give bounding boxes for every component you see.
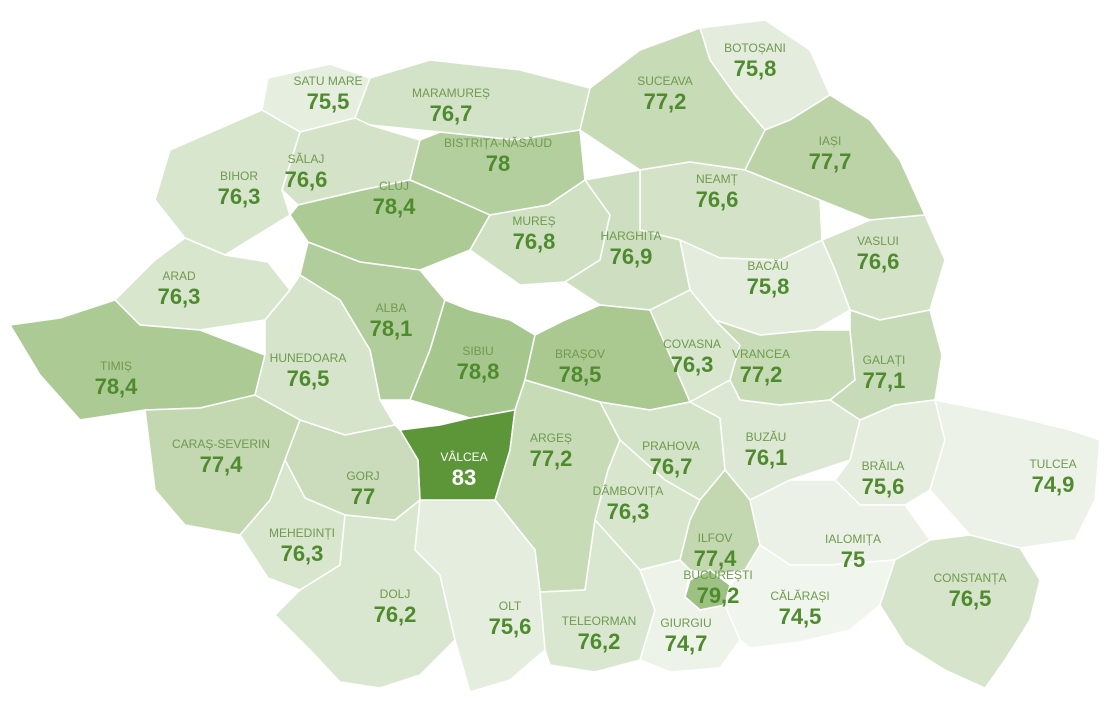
county-name-bucuresti: BUCUREȘTI — [683, 568, 752, 582]
county-value-harghita: 76,9 — [610, 244, 653, 269]
county-name-vaslui: VASLUI — [857, 234, 899, 248]
county-name-vrancea: VRANCEA — [732, 347, 790, 361]
county-value-gorj: 77 — [351, 484, 375, 509]
county-name-teleorman: TELEORMAN — [562, 614, 637, 628]
county-name-gorj: GORJ — [346, 469, 379, 483]
county-value-constanta: 76,5 — [949, 586, 992, 611]
county-name-galati: GALAȚI — [863, 353, 906, 367]
county-value-maramures: 76,7 — [430, 101, 473, 126]
county-name-alba: ALBA — [376, 301, 407, 315]
county-name-bacau: BACĂU — [747, 258, 788, 273]
county-value-bacau: 75,8 — [747, 274, 790, 299]
county-name-giurgiu: GIURGIU — [660, 616, 711, 630]
county-name-braila: BRĂILA — [862, 458, 905, 473]
county-value-mures: 76,8 — [513, 229, 556, 254]
county-value-botosani: 75,8 — [734, 56, 777, 81]
county-value-cluj: 78,4 — [373, 194, 417, 219]
county-name-cluj: CLUJ — [379, 179, 409, 193]
county-name-suceava: SUCEAVA — [637, 74, 693, 88]
county-name-mehedinti: MEHEDINȚI — [269, 526, 335, 540]
county-name-olt: OLT — [499, 599, 522, 613]
county-name-dambovita: DÂMBOVIȚA — [593, 483, 664, 498]
county-name-mures: MUREȘ — [512, 214, 555, 228]
county-region-arad — [114, 237, 291, 331]
county-value-vaslui: 76,6 — [857, 249, 900, 274]
county-name-ialomita: IALOMIȚA — [825, 532, 881, 546]
county-name-ilfov: ILFOV — [698, 531, 733, 545]
county-value-covasna: 76,3 — [671, 352, 714, 377]
county-name-valcea: VÂLCEA — [440, 449, 487, 464]
county-value-hunedoara: 76,5 — [287, 366, 330, 391]
county-value-bistrita-nasaud: 78 — [486, 151, 510, 176]
county-name-neamt: NEAMȚ — [696, 172, 739, 186]
county-value-bucuresti: 79,2 — [697, 583, 740, 608]
county-name-calarasi: CĂLĂRAȘI — [770, 588, 829, 603]
county-value-ilfov: 77,4 — [694, 546, 738, 571]
county-name-tulcea: TULCEA — [1029, 457, 1076, 471]
county-value-salaj: 76,6 — [285, 167, 328, 192]
county-value-dambovita: 76,3 — [607, 499, 650, 524]
county-value-sibiu: 78,8 — [457, 359, 500, 384]
county-value-iasi: 77,7 — [809, 149, 852, 174]
county-name-timis: TIMIȘ — [100, 359, 132, 373]
county-name-hunedoara: HUNEDOARA — [270, 351, 347, 365]
county-value-galati: 77,1 — [863, 368, 906, 393]
county-value-buzau: 76,1 — [745, 445, 788, 470]
county-value-neamt: 76,6 — [696, 187, 739, 212]
county-value-alba: 78,1 — [370, 316, 413, 341]
county-value-braila: 75,6 — [862, 474, 905, 499]
county-value-ialomita: 75 — [841, 547, 865, 572]
county-value-tulcea: 74,9 — [1032, 472, 1075, 497]
county-value-arad: 76,3 — [158, 284, 201, 309]
county-name-caras-severin: CARAȘ-SEVERIN — [172, 437, 270, 451]
county-name-brasov: BRAȘOV — [555, 347, 605, 361]
county-name-prahova: PRAHOVA — [642, 439, 700, 453]
county-name-arges: ARGEȘ — [530, 431, 572, 445]
county-name-arad: ARAD — [162, 269, 196, 283]
county-name-bistrita-nasaud: BISTRIȚA-NĂSĂUD — [444, 135, 552, 150]
county-name-sibiu: SIBIU — [462, 344, 493, 358]
county-name-salaj: SĂLAJ — [288, 151, 325, 166]
county-value-suceava: 77,2 — [644, 89, 687, 114]
county-value-giurgiu: 74,7 — [665, 631, 708, 656]
county-value-brasov: 78,5 — [559, 362, 602, 387]
county-name-harghita: HARGHITA — [600, 229, 661, 243]
county-value-satu-mare: 75,5 — [307, 89, 350, 114]
county-name-constanta: CONSTANȚA — [933, 571, 1006, 585]
county-name-botosani: BOTOȘANI — [724, 41, 786, 55]
county-name-maramures: MARAMUREȘ — [412, 86, 490, 100]
county-value-mehedinti: 76,3 — [281, 541, 324, 566]
county-name-buzau: BUZĂU — [746, 429, 787, 444]
county-name-covasna: COVASNA — [663, 337, 721, 351]
county-name-bihor: BIHOR — [220, 169, 258, 183]
county-value-arges: 77,2 — [530, 446, 573, 471]
county-region-tulcea — [929, 399, 1101, 549]
county-value-calarasi: 74,5 — [779, 604, 822, 629]
county-value-dolj: 76,2 — [374, 602, 417, 627]
county-value-valcea: 83 — [452, 465, 476, 490]
county-value-caras-severin: 77,4 — [200, 452, 244, 477]
county-region-maramures — [354, 59, 591, 141]
county-value-olt: 75,6 — [489, 614, 532, 639]
county-region-constanta — [879, 534, 1041, 689]
county-value-bihor: 76,3 — [218, 184, 261, 209]
county-value-vrancea: 77,2 — [740, 362, 783, 387]
county-value-prahova: 76,7 — [650, 454, 693, 479]
county-region-hunedoara — [254, 274, 396, 436]
county-name-satu-mare: SATU MARE — [293, 74, 362, 88]
county-name-iasi: IAȘI — [819, 134, 842, 148]
county-name-dolj: DOLJ — [380, 587, 411, 601]
county-value-timis: 78,4 — [95, 374, 139, 399]
county-value-teleorman: 76,2 — [578, 629, 621, 654]
